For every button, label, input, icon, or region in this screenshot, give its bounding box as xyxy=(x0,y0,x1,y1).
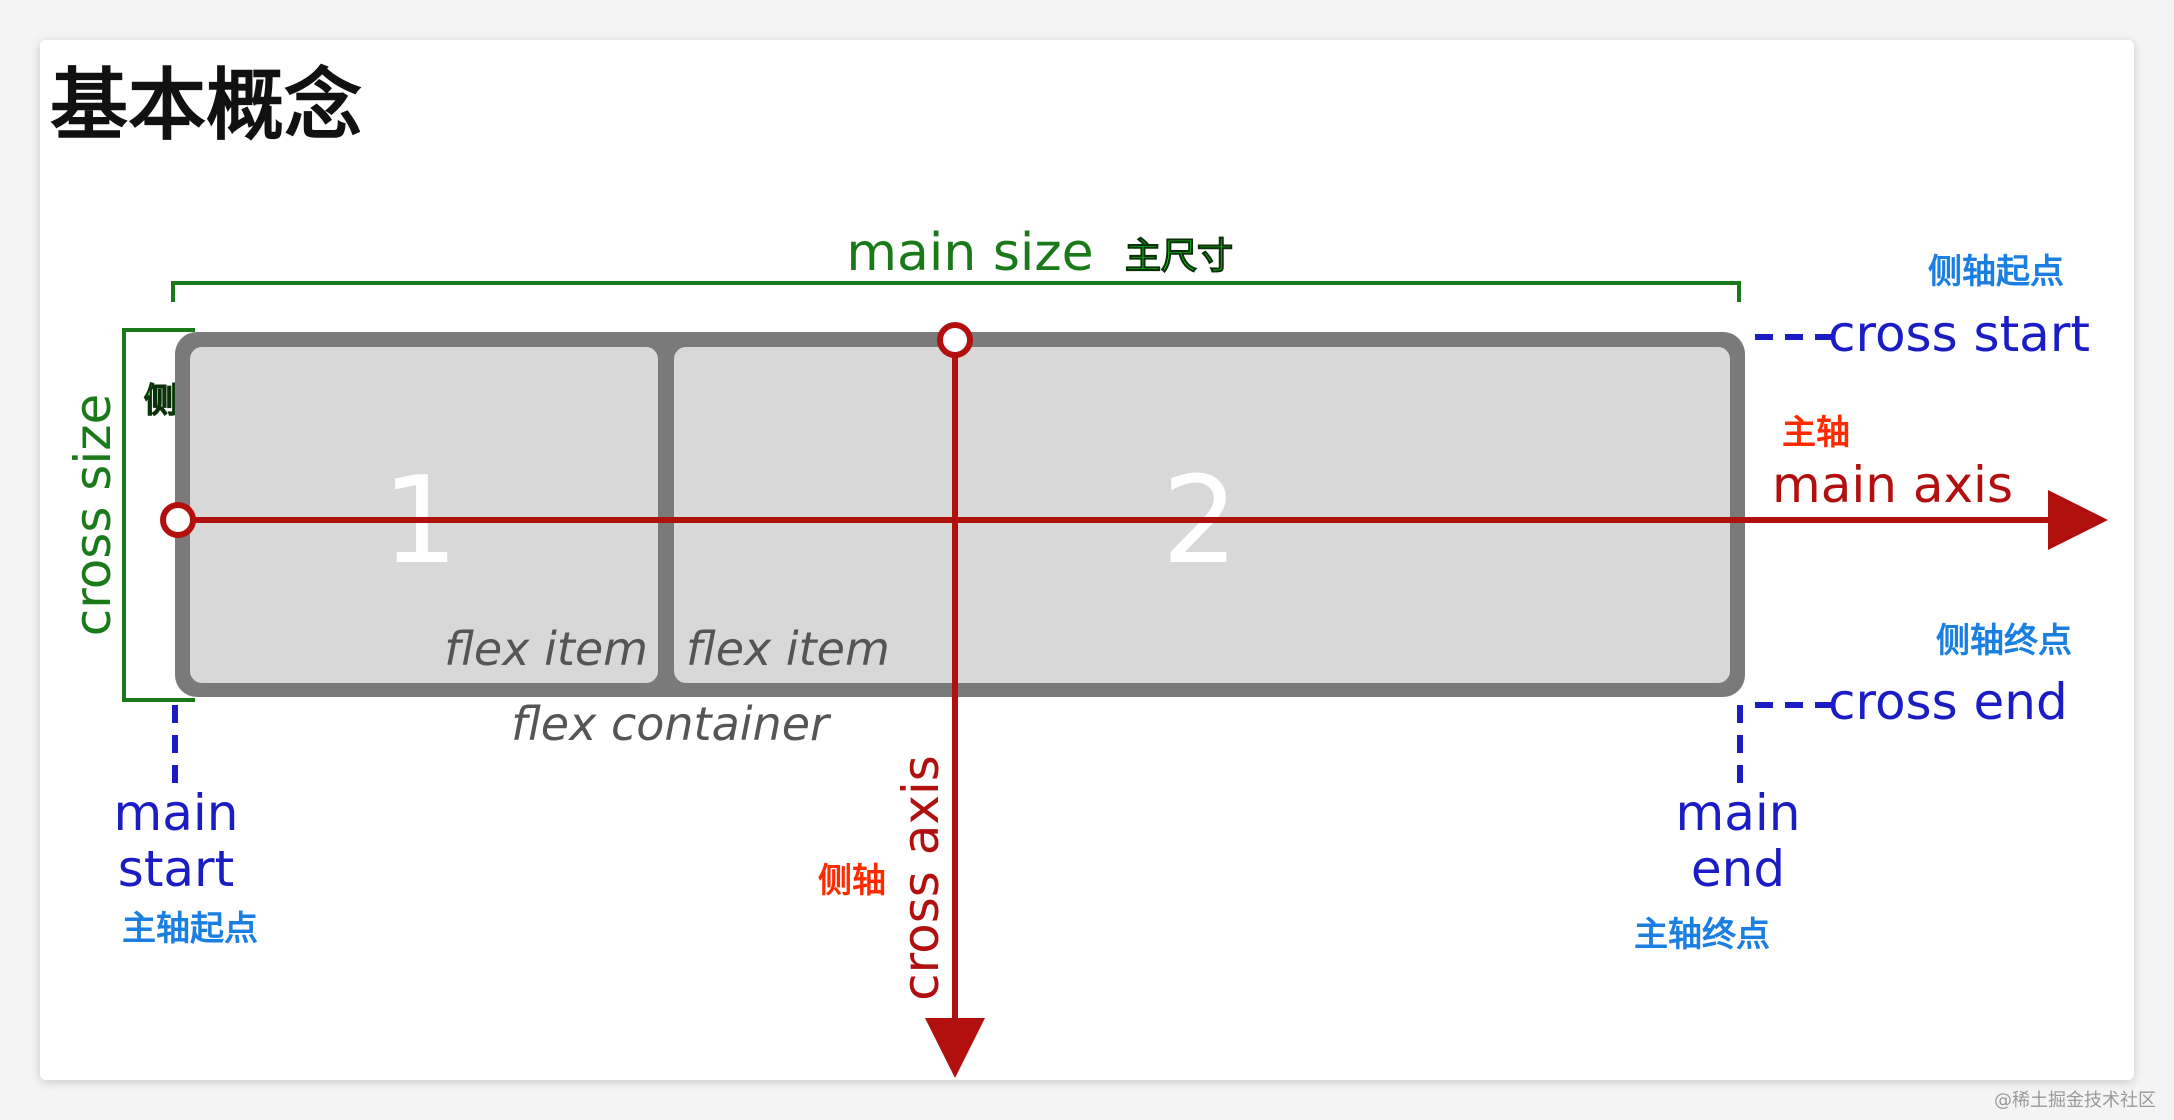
main-start-label-line1: main xyxy=(114,784,239,842)
cross-start-zh-label: 侧轴起点 xyxy=(1928,252,2064,292)
main-axis-label: main axis xyxy=(1772,456,2013,514)
page-title: 基本概念 xyxy=(50,61,362,151)
main-end-label-line1: main xyxy=(1676,784,1801,842)
cross-end-zh-label: 侧轴终点 xyxy=(1936,621,2072,661)
flex-item-2-box xyxy=(674,347,1730,683)
cross-axis-label: cross axis xyxy=(892,755,950,1001)
main-size-zh-label: 主尺寸 xyxy=(1125,236,1233,277)
flex-item-1-box xyxy=(190,347,658,683)
main-size-bracket xyxy=(171,281,1741,302)
flex-container-label: flex container xyxy=(511,697,832,751)
main-start-label-line2: start xyxy=(118,840,234,898)
cross-start-label: cross start xyxy=(1828,305,2090,363)
flexbox-concept-diagram: 基本概念 main size 主尺寸 cross size 侧尺寸 1 2 fl… xyxy=(50,61,2108,1078)
slide-card: 基本概念 main size 主尺寸 cross size 侧尺寸 1 2 fl… xyxy=(40,40,2134,1080)
watermark: @稀土掘金技术社区 xyxy=(1994,1090,2156,1111)
main-end-label-line2: end xyxy=(1691,840,1785,898)
cross-axis-zh-label: 侧轴 xyxy=(818,861,886,901)
main-axis-zh-label: 主轴 xyxy=(1782,413,1850,453)
cross-end-label: cross end xyxy=(1828,673,2068,731)
cross-axis-origin xyxy=(937,322,973,358)
main-start-zh-label: 主轴起点 xyxy=(122,909,258,949)
cross-size-bracket xyxy=(122,328,195,702)
cross-size-label: cross size xyxy=(64,394,122,636)
flex-item-2-label: flex item xyxy=(686,622,890,676)
main-end-zh-label: 主轴终点 xyxy=(1634,915,1770,955)
flex-item-1-label: flex item xyxy=(444,622,648,676)
main-size-label: main size xyxy=(846,223,1093,283)
main-axis-origin xyxy=(160,502,196,538)
